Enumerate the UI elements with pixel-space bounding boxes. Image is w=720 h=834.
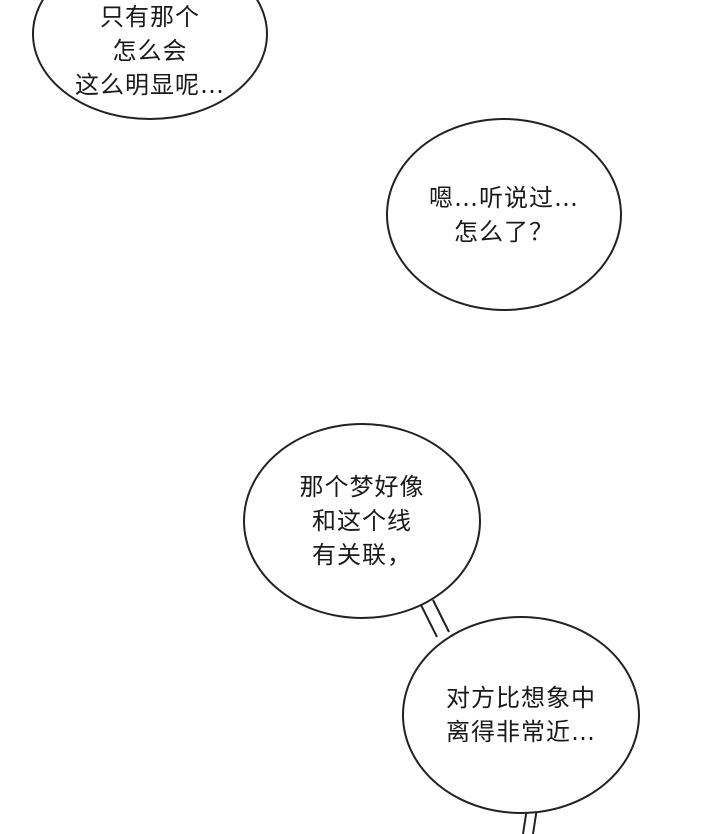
bubble-text-line: 只有那个: [100, 3, 200, 31]
speech-bubble-reply: 嗯…听说过… 怎么了？: [386, 118, 622, 311]
bubble-text-line: 有关联，: [312, 541, 412, 569]
bubble-text-line: 和这个线: [312, 507, 412, 535]
bubble-text-line: 怎么了？: [454, 217, 554, 246]
bubble-text-line: 离得非常近…: [446, 718, 596, 746]
speech-bubble-dream: 那个梦好像 和这个线 有关联，: [243, 423, 481, 619]
bubble-text-line: 嗯…听说过…: [429, 183, 579, 212]
connector-dream-to-distance: [420, 599, 450, 638]
bubble-text-line: 怎么会: [112, 37, 188, 65]
bubble-text-line: 对方比想象中: [446, 684, 596, 712]
bubble-text-line: 这么明显呢…: [75, 71, 225, 99]
speech-bubble-distance: 对方比想象中 离得非常近…: [402, 616, 640, 814]
speech-bubble-top: 只有那个 怎么会 这么明显呢…: [32, 0, 268, 120]
bubble-text-line: 那个梦好像: [299, 473, 425, 501]
